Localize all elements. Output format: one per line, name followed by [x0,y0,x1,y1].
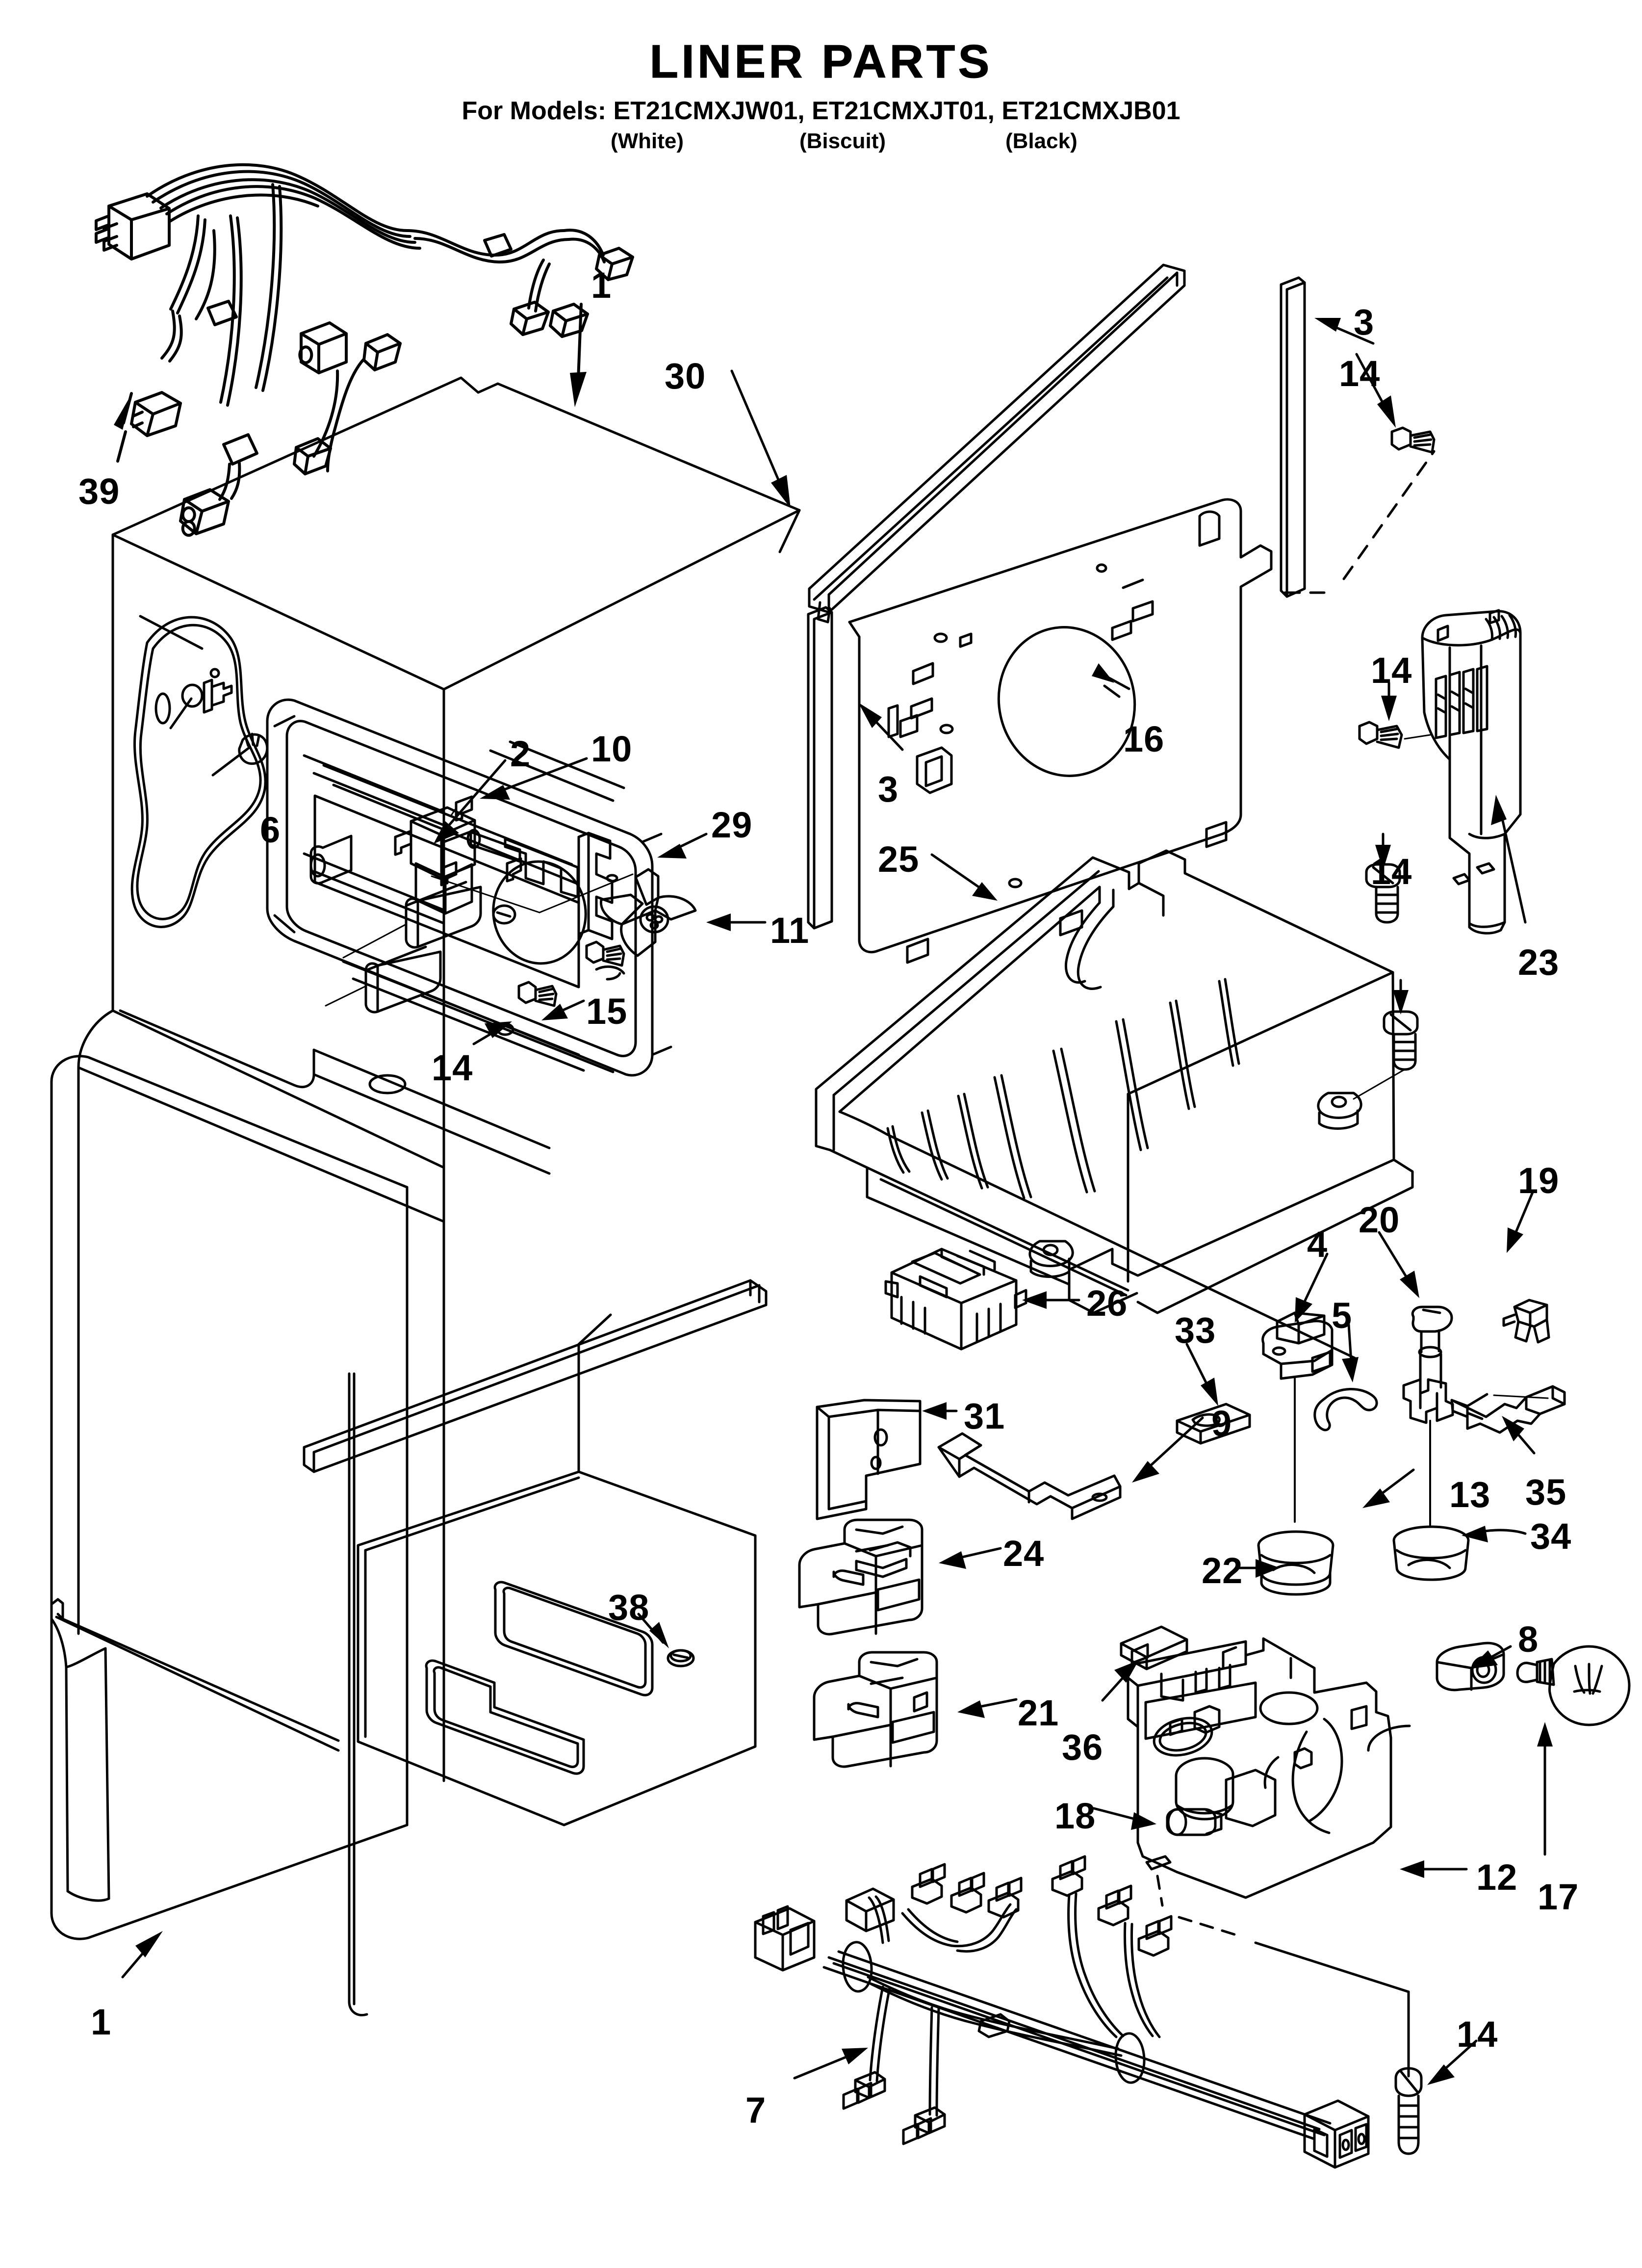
callout-23: 23 [1518,942,1560,983]
callout-3-right: 3 [1354,302,1375,342]
support-arm-art [937,1416,1204,1520]
callout-1-bottom: 1 [91,2002,112,2042]
evaporator-assembly-art [309,757,767,1045]
callout-24: 24 [1003,1533,1045,1574]
callout-15: 15 [586,991,628,1032]
wire-harness-upper-art [95,163,634,537]
callout-14-c: 14 [1371,650,1412,691]
callout-25: 25 [878,839,920,880]
callout-5: 5 [1332,1295,1353,1336]
rear-duct-panel-art [848,498,1273,964]
callout-14-e: 14 [1457,2014,1498,2055]
callout-31: 31 [964,1396,1005,1436]
callout-1-top: 1 [591,265,612,306]
wire-harness-lower-art [754,1855,1370,2169]
callout-14-a: 14 [1339,353,1381,394]
callout-18: 18 [1054,1796,1096,1836]
callout-19: 19 [1518,1160,1560,1201]
callout-6: 6 [260,809,281,850]
callout-16: 16 [1123,719,1165,759]
light-housing-art [1126,1637,1631,2155]
callout-7: 7 [745,2090,767,2131]
callout-33: 33 [1175,1310,1216,1351]
callout-29: 29 [711,805,753,845]
models-line: For Models: ET21CMXJW01, ET21CMXJT01, ET… [462,97,1180,125]
control-module-art [884,1248,1080,1351]
finish-white: (White) [611,129,684,153]
callout-20: 20 [1359,1199,1400,1240]
callout-8: 8 [1518,1619,1539,1660]
callout-34: 34 [1530,1516,1572,1557]
callout-36: 36 [1062,1727,1103,1768]
callout-35: 35 [1525,1472,1567,1512]
callout-2: 2 [510,733,531,774]
side-rail-art [807,276,1436,930]
callout-11: 11 [770,910,810,951]
cabinet-liner-lower-art [50,1055,768,2016]
callout-38: 38 [608,1587,650,1628]
callout-30: 30 [665,356,706,396]
callout-4: 4 [1307,1224,1328,1265]
callout-22: 22 [1202,1550,1243,1591]
page-title: LINER PARTS [649,35,993,88]
drip-pan-art [815,849,1419,1359]
finish-black: (Black) [1005,129,1078,153]
callout-26: 26 [1086,1283,1128,1324]
air-duct-cover-art [1358,609,1527,935]
callout-13: 13 [1449,1474,1491,1515]
finish-row: (White) (Biscuit) (Black) [0,130,1642,158]
callout-14-d: 14 [1371,851,1412,892]
callout-9: 9 [1211,1403,1232,1444]
callout-3-left: 3 [878,769,899,809]
callout-10: 10 [591,729,633,769]
trim-strip-art [730,263,1186,624]
callout-12: 12 [1476,1857,1518,1898]
ice-auger-assembly-art [1234,1190,1566,1596]
bracket-plate-art [816,1399,958,1520]
nameplate-label-art [1176,1343,1251,1445]
callout-39: 39 [78,471,120,512]
callout-14-b: 14 [432,1047,473,1088]
diagram-header: LINER PARTS For Models: ET21CMXJW01, ET2… [0,0,1642,158]
callout-21: 21 [1018,1693,1059,1733]
callout-17: 17 [1538,1877,1579,1917]
finish-biscuit: (Biscuit) [799,129,886,153]
